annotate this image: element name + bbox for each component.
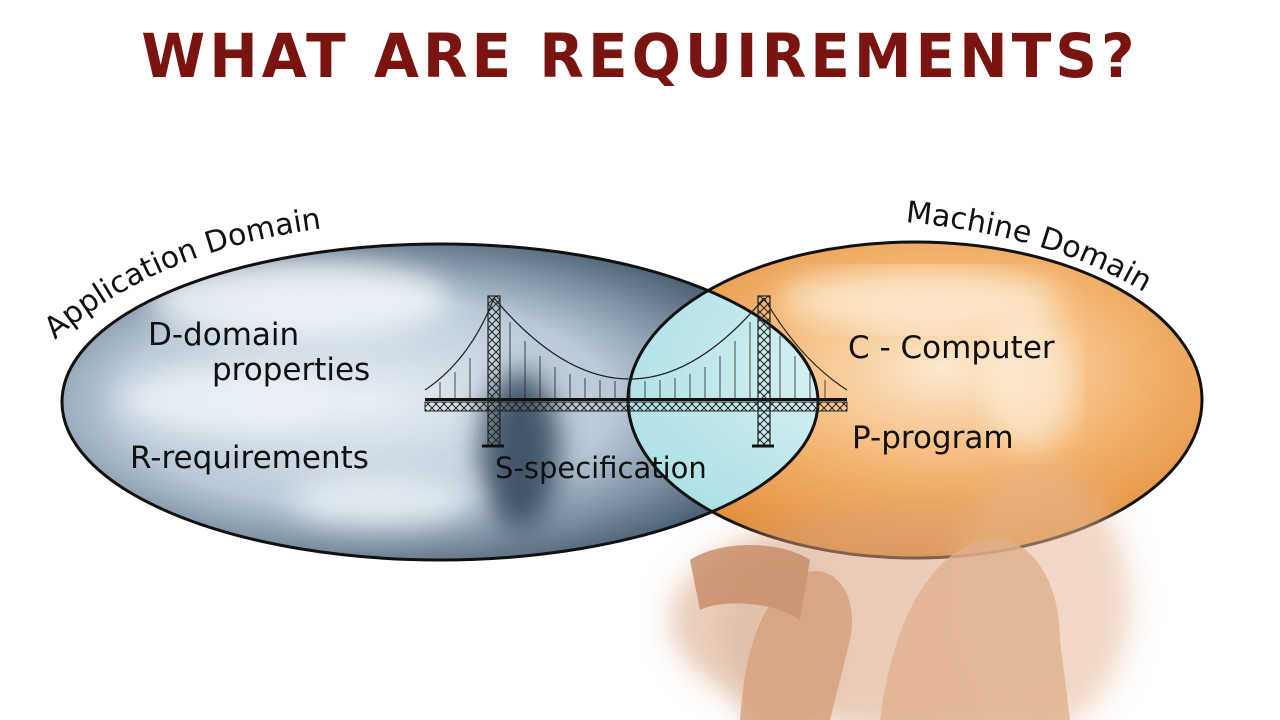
specification-label: S-specification — [495, 451, 707, 485]
hand-fingers — [690, 538, 1070, 720]
computer-label: C - Computer — [848, 330, 1055, 366]
domain-properties-label-line2: properties — [212, 352, 370, 388]
program-label: P-program — [852, 420, 1014, 456]
requirements-label: R-requirements — [130, 440, 369, 476]
bridge-icon — [424, 295, 848, 448]
page-title: WHAT ARE REQUIREMENTS? — [141, 20, 1139, 92]
domain-properties-label-line1: D-domain — [148, 317, 299, 353]
